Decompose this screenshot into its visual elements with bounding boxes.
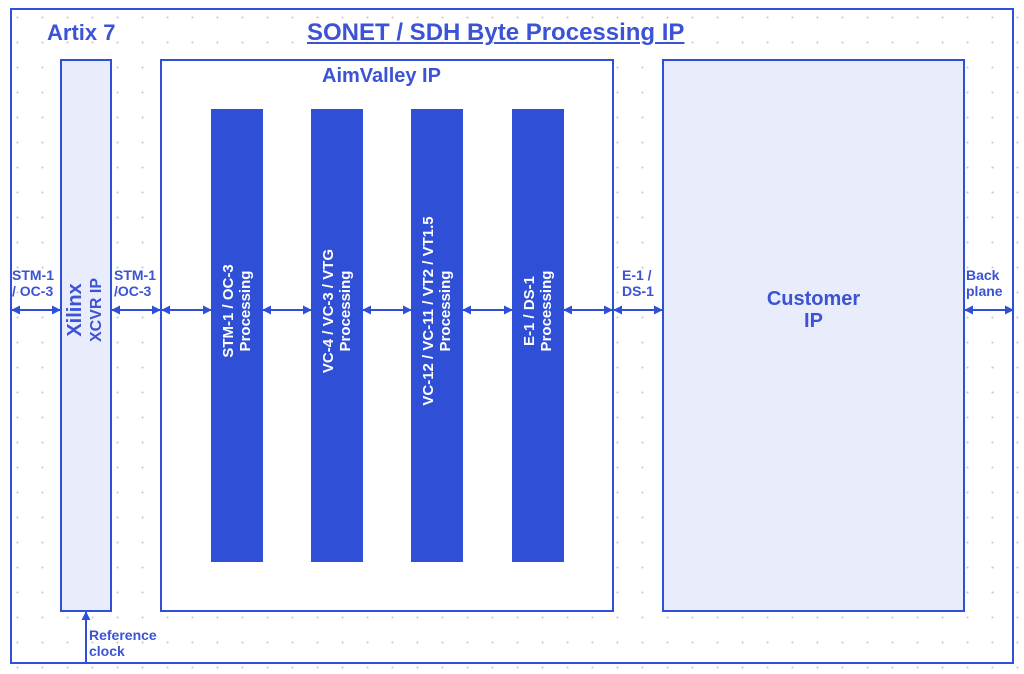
e1-processing-block bbox=[512, 109, 564, 562]
backplane-line1: Back bbox=[966, 267, 1000, 283]
stm1-input-label: STM-1 / OC-3 bbox=[12, 267, 54, 299]
vc12-processing-block bbox=[411, 109, 463, 562]
device-title: Artix 7 bbox=[47, 20, 116, 45]
e1-ds1-label: E-1 / DS-1 bbox=[622, 267, 654, 299]
backplane-line2: plane bbox=[966, 283, 1003, 299]
customer-ip-line2: IP bbox=[804, 310, 823, 332]
reference-clock-label: Reference clock bbox=[89, 627, 157, 659]
xcvr-output-line2: /OC-3 bbox=[114, 283, 152, 299]
aimvalley-ip-title: AimValley IP bbox=[322, 65, 441, 87]
xcvr-output-label: STM-1 /OC-3 bbox=[114, 267, 156, 299]
e1-ds1-line1: E-1 / bbox=[622, 267, 652, 283]
diagram-title: SONET / SDH Byte Processing IP bbox=[307, 19, 685, 46]
backplane-label: Back plane bbox=[966, 267, 1003, 299]
reference-clock-line2: clock bbox=[89, 643, 125, 659]
e1-ds1-line2: DS-1 bbox=[622, 283, 654, 299]
customer-ip-label: Customer IP bbox=[662, 288, 965, 332]
stm1-input-line2: / OC-3 bbox=[12, 283, 54, 299]
xcvr-ip-block bbox=[60, 59, 112, 612]
stm1-processing-block bbox=[211, 109, 263, 562]
reference-clock-line1: Reference bbox=[89, 627, 157, 643]
customer-ip-line1: Customer bbox=[766, 288, 861, 310]
artix7-device-boundary bbox=[10, 8, 1014, 664]
xcvr-output-line1: STM-1 bbox=[114, 267, 156, 283]
customer-ip-block bbox=[662, 59, 965, 612]
vc4-processing-block bbox=[311, 109, 363, 562]
stm1-input-line1: STM-1 bbox=[12, 267, 54, 283]
